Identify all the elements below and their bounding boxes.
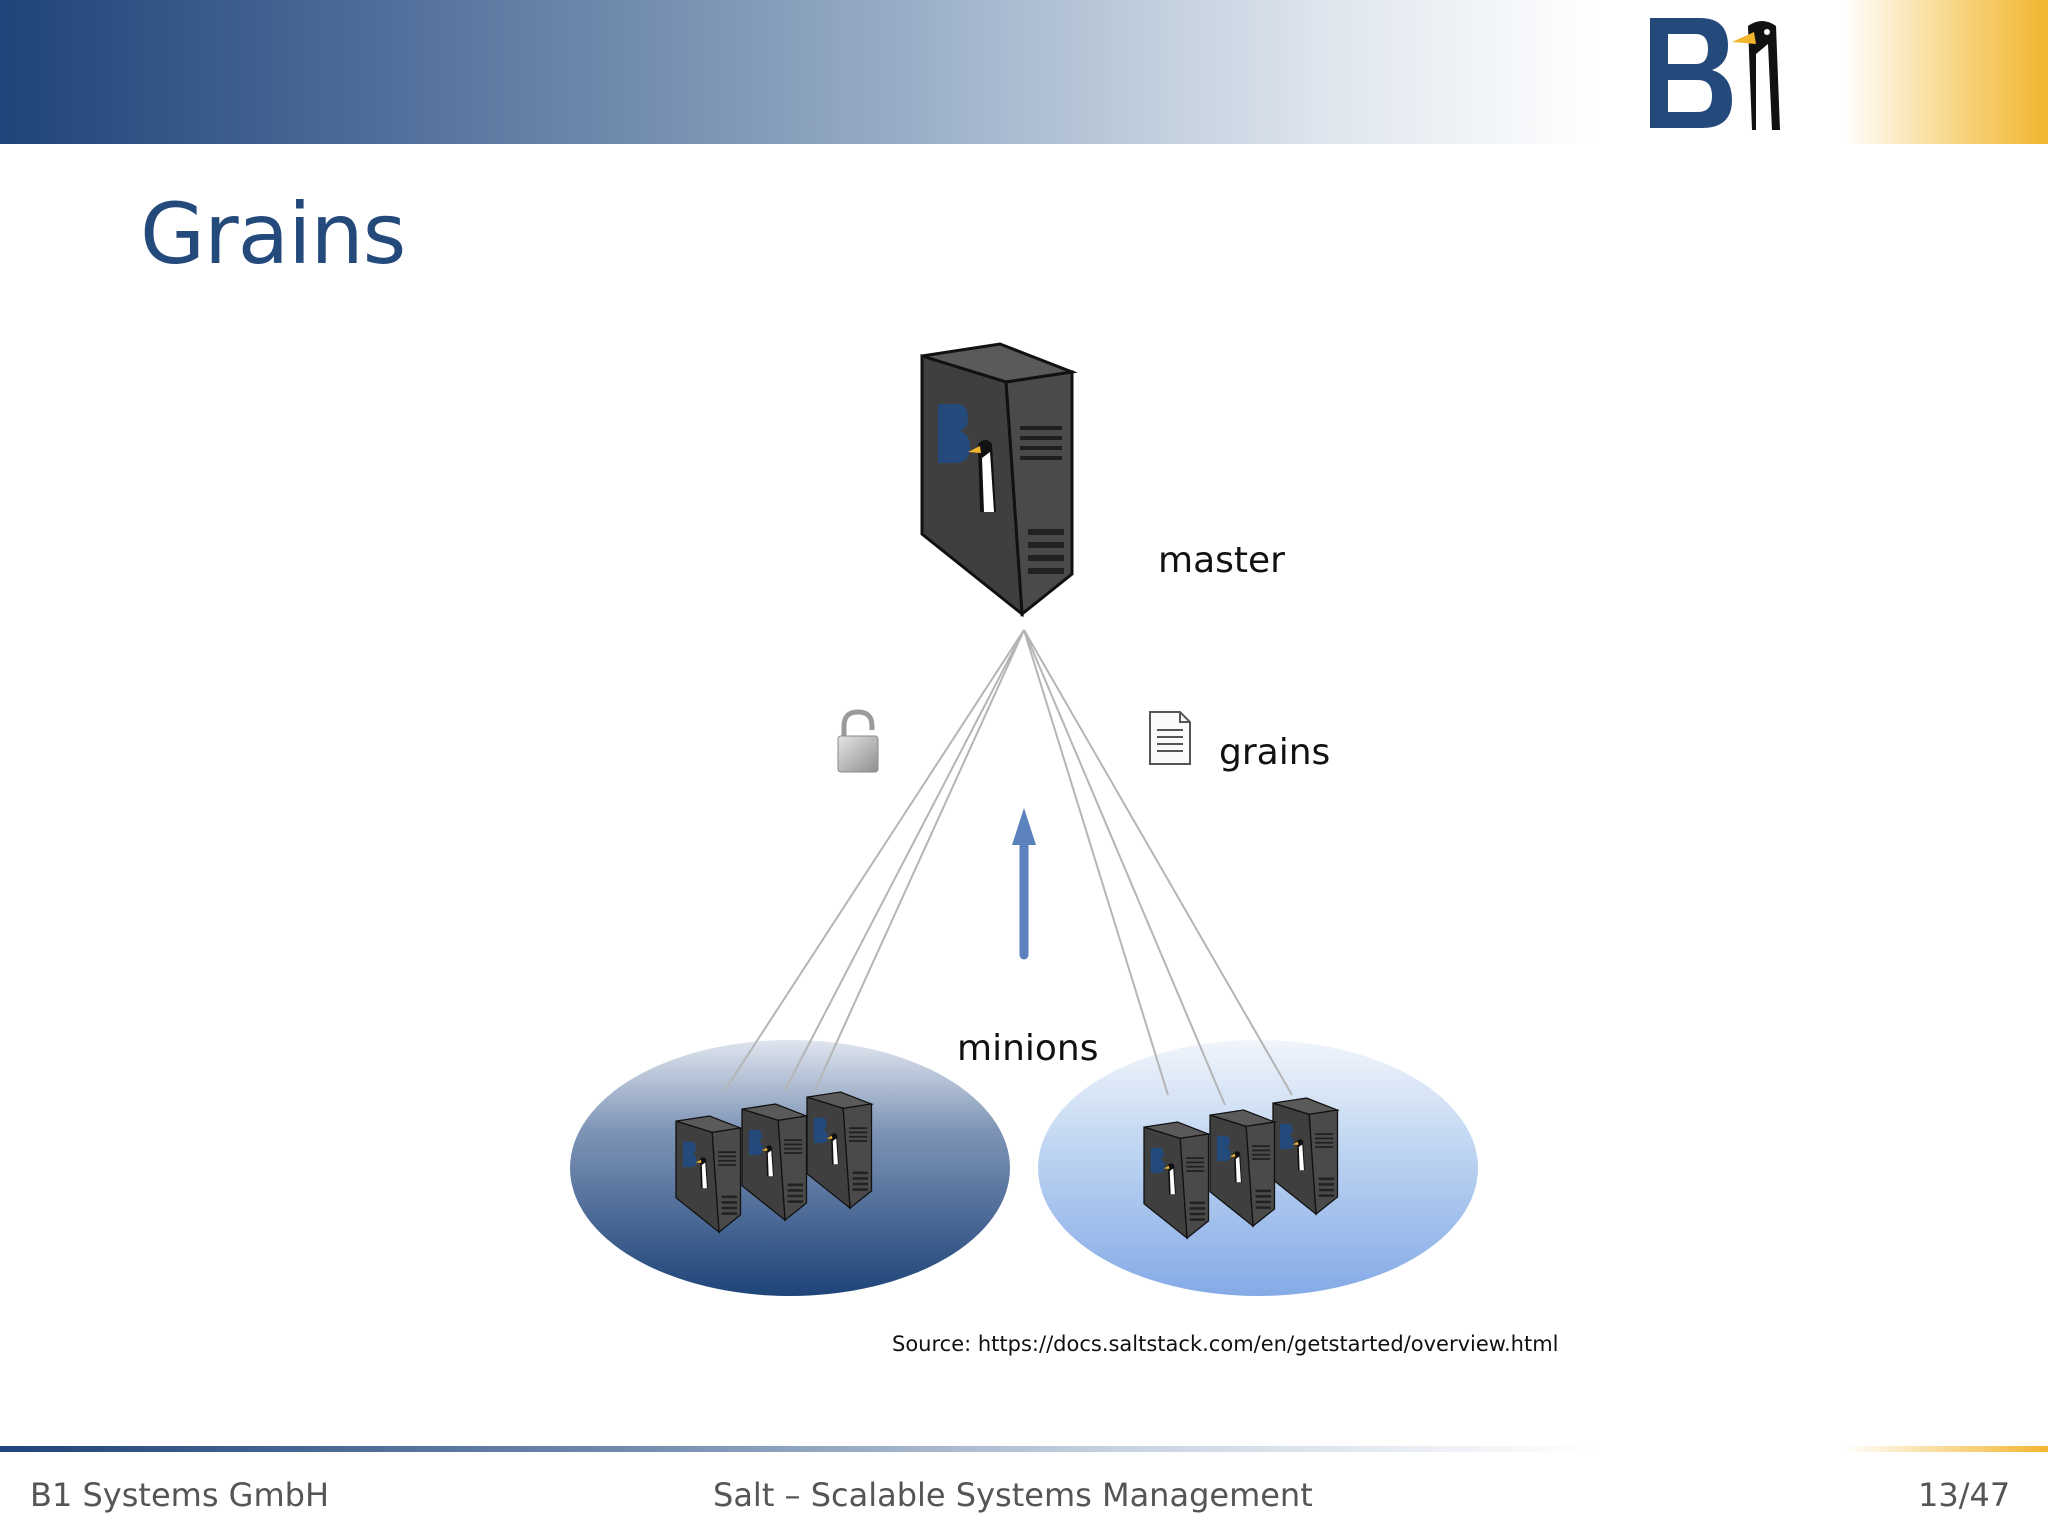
b1-logo-icon [1650,18,1780,130]
source-citation: Source: https://docs.saltstack.com/en/ge… [892,1332,1559,1356]
connection-lines [724,629,1293,1106]
footer-rule [0,1446,2048,1452]
grains-label: grains [1219,732,1331,773]
document-icon [1149,711,1191,765]
padlock-icon [837,709,879,773]
master-label: master [1158,540,1285,581]
slide-title: Grains [140,185,406,283]
master-server-icon [920,342,1074,616]
minions-label: minions [957,1028,1099,1069]
footer-company: B1 Systems GmbH [30,1476,329,1514]
footer-page-number: 13/47 [1918,1476,2011,1514]
footer-presentation-title: Salt – Scalable Systems Management [713,1476,1313,1514]
arrow-up-icon [1012,808,1036,960]
